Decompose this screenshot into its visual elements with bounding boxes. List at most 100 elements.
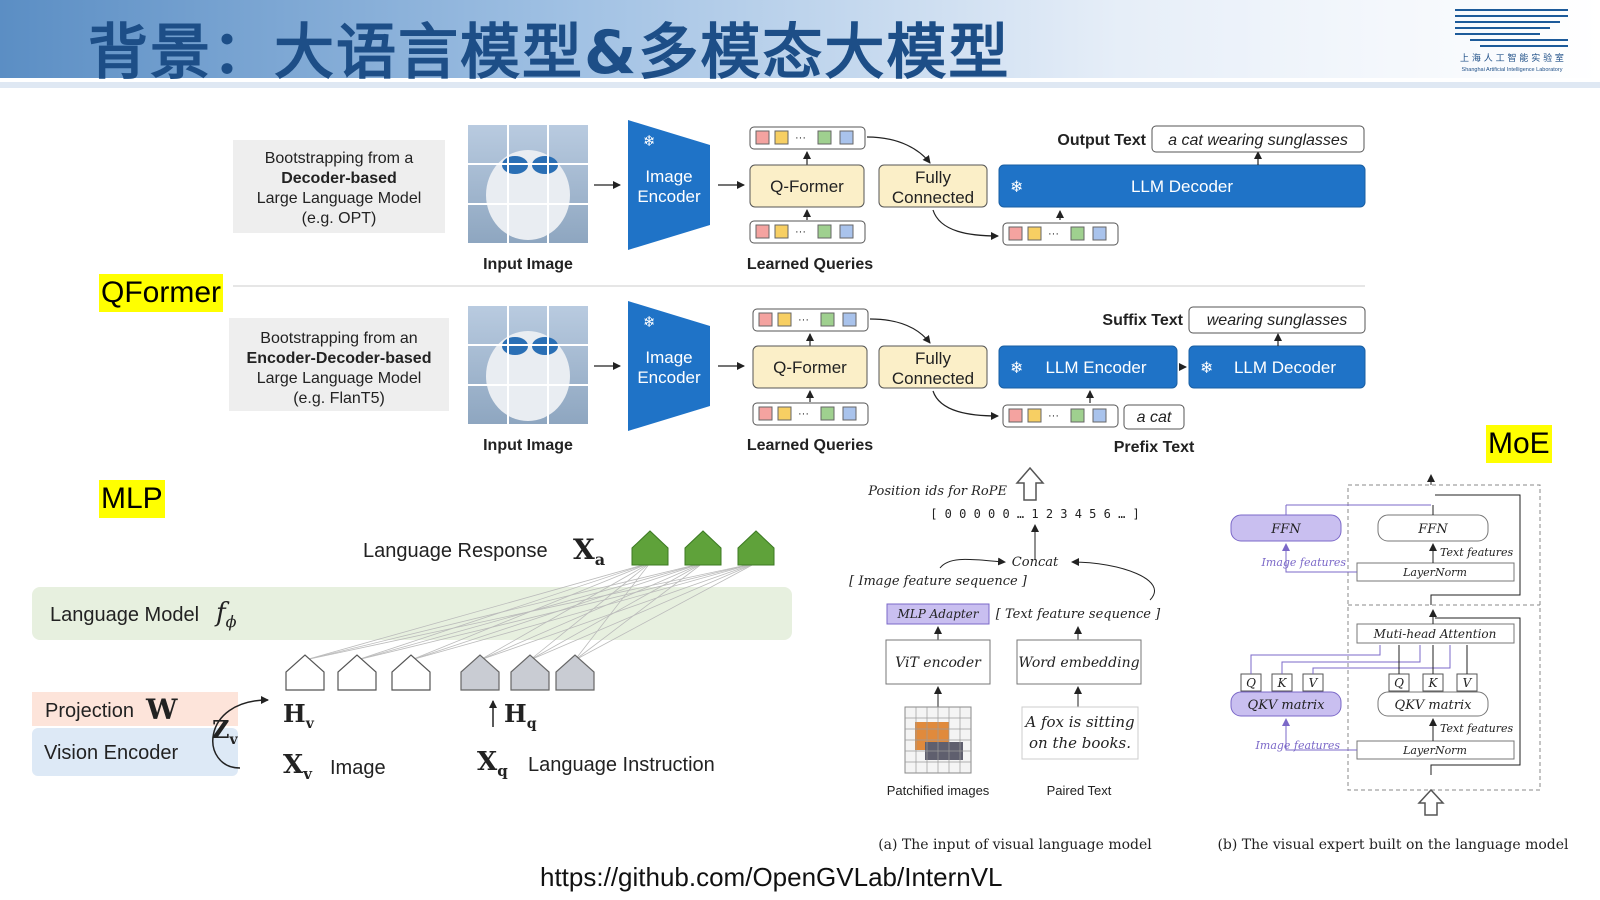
boot1-line4: (e.g. OPT) bbox=[302, 210, 377, 227]
xq-symbol: Xq bbox=[477, 747, 508, 780]
encoder2-line1: Image bbox=[645, 348, 692, 367]
up-arrow-icon bbox=[1015, 466, 1045, 501]
vit-encoder-box bbox=[885, 639, 991, 685]
image-label: Image bbox=[330, 757, 386, 779]
fc-box-1 bbox=[878, 164, 988, 208]
fox-text-line2: on the books. bbox=[1029, 734, 1131, 752]
prefix-text-box bbox=[1123, 404, 1185, 430]
instruction-tokens bbox=[460, 654, 595, 691]
vision-encoder-label: Vision Encoder bbox=[44, 742, 179, 764]
query-tokens-top-1: ··· bbox=[749, 126, 866, 150]
paired-text-label: Paired Text bbox=[1047, 783, 1112, 798]
svg-text:···: ··· bbox=[1048, 228, 1059, 240]
qformer-label-2: Q-Former bbox=[773, 358, 847, 377]
fc1-line2: Connected bbox=[892, 188, 974, 207]
svg-text:···: ··· bbox=[795, 226, 806, 238]
llm-decoder-label-2: LLM Decoder bbox=[1234, 358, 1336, 377]
input-image-label-2: Input Image bbox=[483, 437, 573, 454]
moe-outer-box bbox=[1347, 484, 1541, 791]
language-instruction-label: Language Instruction bbox=[528, 754, 715, 776]
up-arrow-icon bbox=[1417, 788, 1445, 816]
learned-queries-label-2: Learned Queries bbox=[747, 437, 873, 454]
prefix-text-label: Prefix Text bbox=[1114, 439, 1195, 456]
boot2-line3: Large Language Model bbox=[257, 370, 422, 387]
language-response-label: Language Response bbox=[363, 540, 548, 562]
snowflake-icon: ❄ bbox=[643, 133, 656, 150]
qformer-box-1 bbox=[749, 164, 865, 208]
query-tokens-bottom-1: ··· bbox=[749, 220, 866, 244]
image-features-label-1: Image features bbox=[1261, 556, 1347, 569]
mha-box bbox=[1356, 623, 1515, 644]
llm-decoder-box-2 bbox=[1188, 345, 1366, 389]
svg-text:···: ··· bbox=[798, 314, 809, 326]
layernorm-label-1: LayerNorm bbox=[1402, 566, 1467, 579]
github-link[interactable]: https://github.com/OpenGVLab/InternVL bbox=[540, 862, 1003, 892]
boot2-line4: (e.g. FlanT5) bbox=[293, 390, 385, 407]
qkv-text-label: QKV matrix bbox=[1395, 698, 1473, 713]
language-model-label: Language Model bbox=[50, 604, 199, 626]
v-label-2: V bbox=[1463, 676, 1473, 690]
fc2-line1: Fully bbox=[915, 349, 951, 368]
response-tokens bbox=[631, 530, 775, 566]
xa-symbol: Xa bbox=[573, 533, 605, 569]
output-text-label: Output Text bbox=[1057, 132, 1146, 149]
image-tokens bbox=[285, 654, 431, 691]
caption-b: (b) The visual expert built on the langu… bbox=[1217, 837, 1569, 853]
encoder1-line1: Image bbox=[645, 167, 692, 186]
projected-tokens-1: ··· bbox=[1002, 222, 1119, 246]
image-seq-label: [ Image feature sequence ] bbox=[849, 574, 1028, 589]
hq-symbol: Hq bbox=[504, 699, 537, 732]
projected-tokens-2: ··· bbox=[1002, 404, 1119, 428]
boot1-line3: Large Language Model bbox=[257, 190, 422, 207]
output-text: a cat wearing sunglasses bbox=[1168, 132, 1348, 149]
layernorm-label-2: LayerNorm bbox=[1402, 744, 1467, 757]
suffix-text-box bbox=[1188, 306, 1366, 334]
input-image-2 bbox=[468, 306, 588, 424]
position-sequence: [ 0 0 0 0 0 … 1 2 3 4 5 6 … ] bbox=[930, 507, 1140, 521]
text-seq-label: [ Text feature sequence ] bbox=[996, 607, 1161, 622]
q-label-2: Q bbox=[1394, 676, 1404, 690]
boot2-line1: Bootstrapping from an bbox=[260, 330, 417, 347]
svg-text:···: ··· bbox=[798, 408, 809, 420]
image-encoder-2 bbox=[628, 301, 710, 431]
fc-box-2 bbox=[878, 345, 988, 389]
vit-encoder-label: ViT encoder bbox=[895, 655, 982, 671]
header-bar bbox=[0, 0, 1600, 78]
logo-en: Shanghai Artificial Intelligence Laborat… bbox=[1462, 67, 1563, 73]
fc2-line2: Connected bbox=[892, 369, 974, 388]
prefix-text: a cat bbox=[1137, 409, 1172, 426]
word-embedding-label: Word embedding bbox=[1018, 655, 1139, 671]
hv-symbol: Hv bbox=[283, 699, 315, 732]
position-ids-label: Position ids for RoPE bbox=[867, 484, 1007, 499]
query-tokens-bottom-2: ··· bbox=[752, 402, 869, 426]
zv-symbol: Zv bbox=[212, 715, 239, 748]
fox-text-box bbox=[1021, 706, 1139, 760]
ffn-image-label: FFN bbox=[1270, 522, 1301, 537]
k-label-1: K bbox=[1277, 676, 1288, 690]
llm-encoder-box bbox=[998, 345, 1178, 389]
llm-decoder-box-1 bbox=[998, 164, 1366, 208]
mlp-tag: MLP bbox=[99, 480, 165, 518]
fox-text-line1: A fox is sitting bbox=[1023, 713, 1134, 731]
suffix-text-label: Suffix Text bbox=[1102, 312, 1183, 329]
qkv-text-tags bbox=[1388, 673, 1478, 692]
input-image-label-1: Input Image bbox=[483, 256, 573, 273]
llm-encoder-label: LLM Encoder bbox=[1045, 358, 1146, 377]
suffix-text: wearing sunglasses bbox=[1207, 312, 1348, 329]
encoder1-line2: Encoder bbox=[637, 187, 701, 206]
image-features-label-2: Image features bbox=[1255, 739, 1341, 752]
mlp-adapter-label: MLP Adapter bbox=[897, 607, 980, 621]
mlp-adapter-box bbox=[886, 603, 990, 625]
qkv-text-box bbox=[1377, 691, 1489, 717]
v-label-1: V bbox=[1309, 676, 1319, 690]
qformer-label-1: Q-Former bbox=[770, 177, 844, 196]
k-label-2: K bbox=[1428, 676, 1439, 690]
qformer-box-2 bbox=[752, 345, 868, 389]
xv-symbol: Xv bbox=[283, 750, 313, 783]
qkv-to-mha-lines bbox=[1250, 645, 1468, 674]
q-label-1: Q bbox=[1246, 676, 1256, 690]
qformer-tag: QFormer bbox=[99, 274, 223, 312]
learned-queries-label-1: Learned Queries bbox=[747, 256, 873, 273]
input-image-1 bbox=[468, 125, 588, 243]
